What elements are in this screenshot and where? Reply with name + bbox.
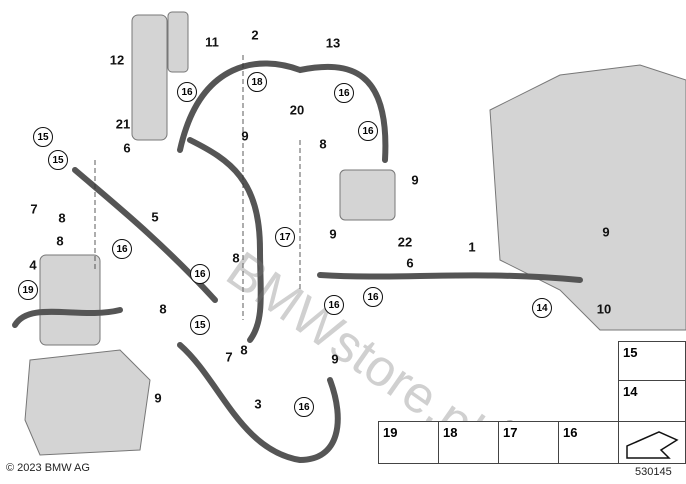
callout-label: 10 — [596, 301, 612, 317]
legend-cell-17: 17 — [498, 421, 559, 464]
line-4 — [12, 307, 123, 328]
line-2 — [177, 60, 389, 163]
copyright: © 2023 BMW AG — [6, 462, 90, 474]
direction-arrow-cell — [618, 421, 686, 464]
circled-callout: 16 — [324, 295, 344, 315]
circled-callout: 14 — [532, 298, 552, 318]
callout-label: 8 — [240, 342, 248, 358]
arrow-icon — [626, 431, 679, 459]
callout-label: 12 — [109, 52, 125, 68]
callout-label: 9 — [154, 390, 162, 406]
circled-callout: 15 — [33, 127, 53, 147]
callout-label: 7 — [30, 201, 38, 217]
legend-label: 14 — [623, 384, 638, 399]
callout-label: 2 — [251, 27, 259, 43]
circled-callout: 15 — [190, 315, 210, 335]
circled-callout: 17 — [275, 227, 295, 247]
legend-cell-16: 16 — [558, 421, 619, 464]
legend-label: 17 — [503, 425, 518, 440]
callout-label: 6 — [123, 140, 131, 156]
line-1 — [317, 272, 583, 283]
callout-label: 9 — [602, 224, 610, 240]
callout-label: 3 — [254, 396, 262, 412]
circled-callout: 16 — [363, 287, 383, 307]
legend-label: 16 — [563, 425, 578, 440]
circled-callout: 16 — [177, 82, 197, 102]
legend-cell-19: 19 — [378, 421, 439, 464]
callout-label: 20 — [289, 102, 305, 118]
callout-label: 1 — [468, 239, 476, 255]
circled-callout: 15 — [48, 150, 68, 170]
hvac-unit — [489, 64, 686, 331]
callout-label: 22 — [397, 234, 413, 250]
callout-label: 8 — [319, 136, 327, 152]
callout-label: 4 — [29, 257, 37, 273]
callout-label: 8 — [159, 301, 167, 317]
circled-callout: 16 — [294, 397, 314, 417]
circled-callout: 18 — [247, 72, 267, 92]
circled-callout: 16 — [334, 83, 354, 103]
callout-label: 9 — [411, 172, 419, 188]
callout-label: 9 — [331, 351, 339, 367]
diagram-number: 530145 — [635, 466, 672, 478]
circled-callout: 19 — [18, 280, 38, 300]
callout-label: 21 — [115, 116, 131, 132]
callout-label: 8 — [58, 210, 66, 226]
legend-label: 19 — [383, 425, 398, 440]
bracket-11 — [167, 11, 189, 73]
bracket-12 — [131, 14, 168, 141]
callout-label: 9 — [329, 226, 337, 242]
line-3 — [177, 342, 341, 464]
legend-label: 18 — [443, 425, 458, 440]
callout-label: 6 — [406, 255, 414, 271]
callout-label: 13 — [325, 35, 341, 51]
compressor — [24, 349, 151, 456]
reservoir — [39, 254, 101, 346]
callout-label: 11 — [205, 34, 219, 50]
callout-label: 5 — [151, 209, 159, 225]
legend-cell-18: 18 — [438, 421, 499, 464]
callout-label: 8 — [232, 250, 240, 266]
expansion-valve — [339, 169, 396, 221]
circled-callout: 16 — [112, 239, 132, 259]
line-center — [187, 137, 264, 343]
callout-label: 7 — [225, 349, 233, 365]
circled-callout: 16 — [358, 121, 378, 141]
legend-cell-15: 15 — [618, 341, 686, 381]
callout-label: 8 — [56, 233, 64, 249]
legend-cell-14: 14 — [618, 380, 686, 422]
circled-callout: 16 — [190, 264, 210, 284]
legend-label: 15 — [623, 345, 638, 360]
callout-label: 9 — [241, 128, 249, 144]
